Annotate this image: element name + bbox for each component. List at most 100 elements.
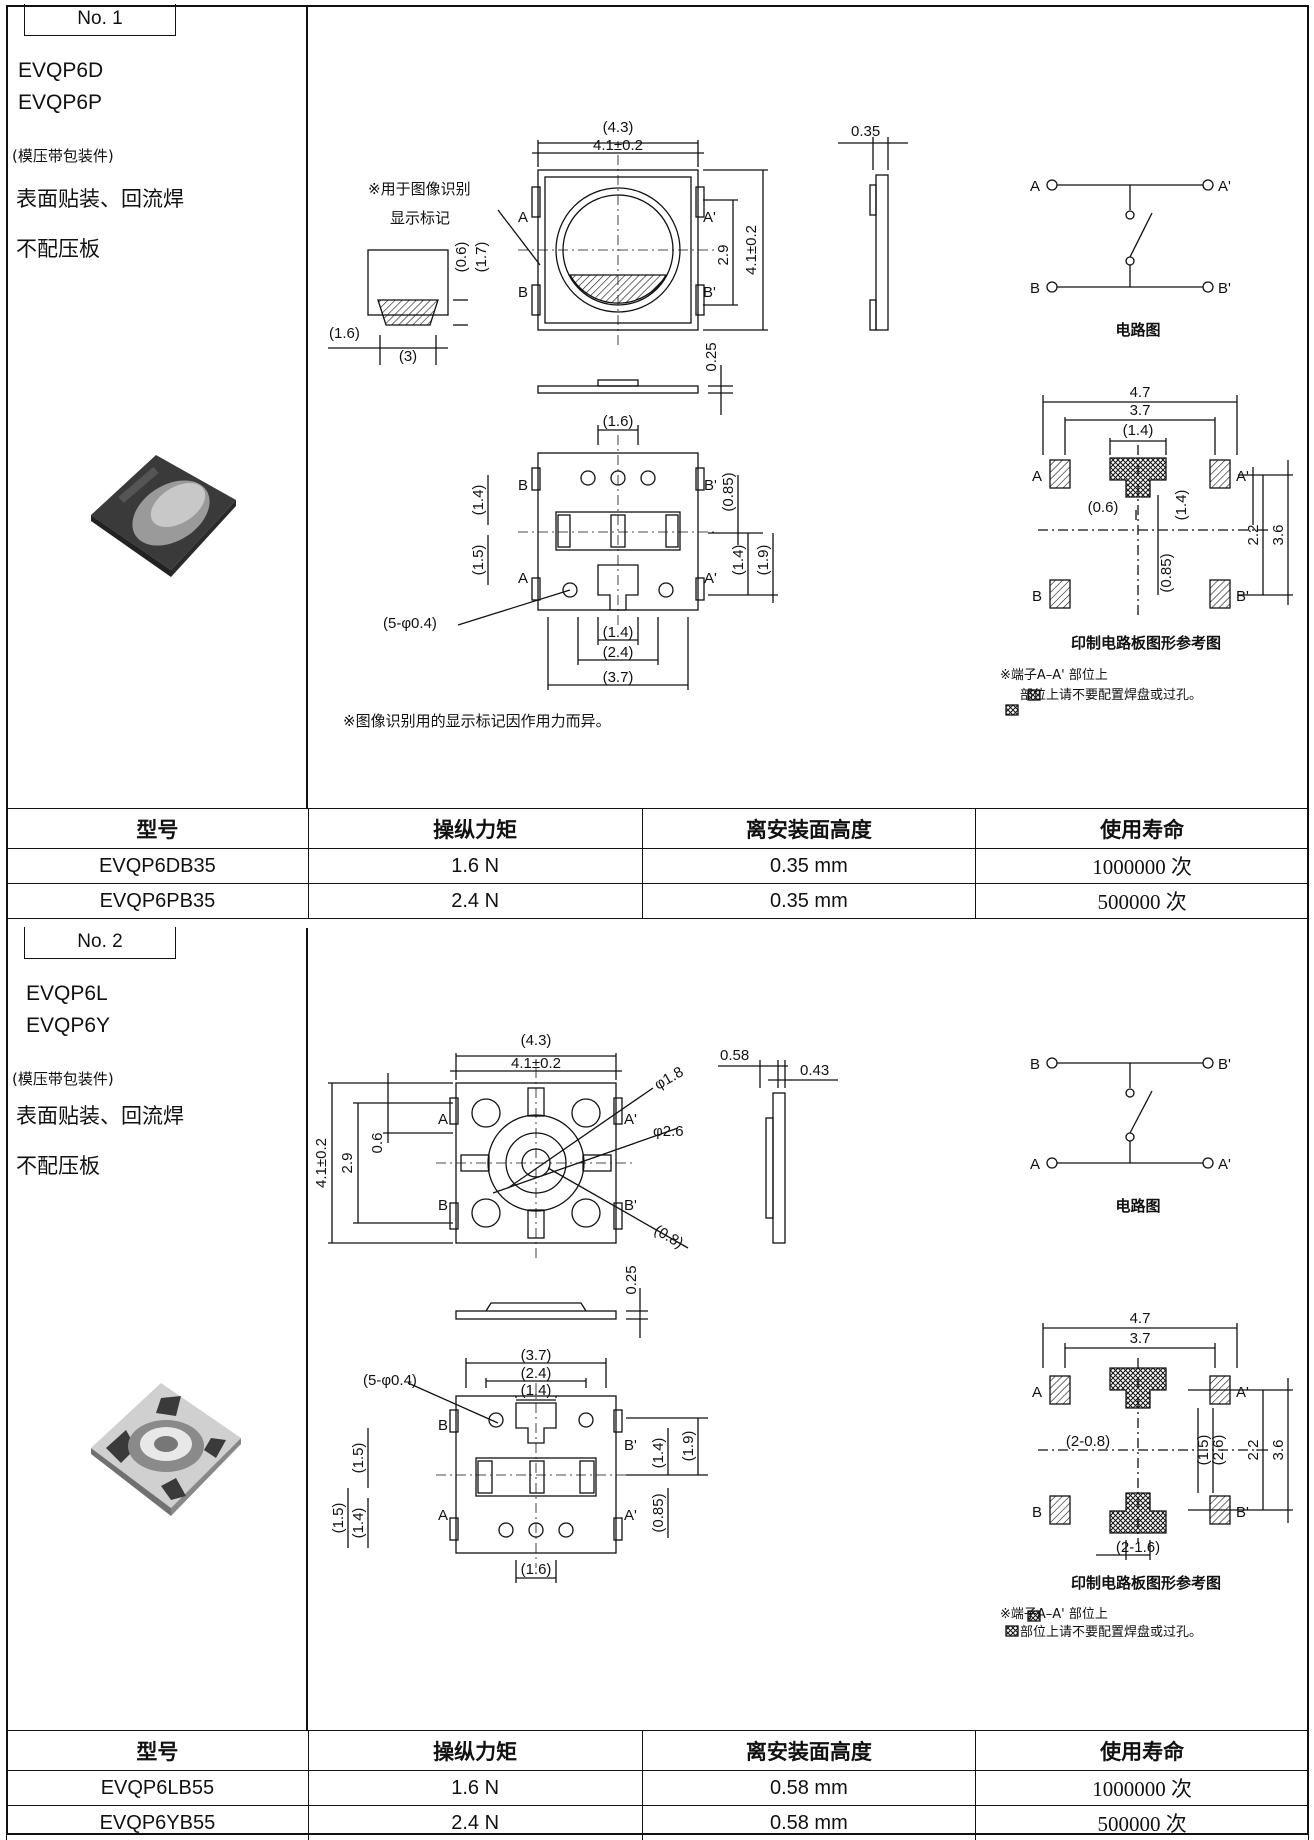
dim-label: (1.7) — [473, 242, 490, 273]
terminal-label: B' — [1218, 280, 1231, 297]
dim-label: (0.6) — [1088, 499, 1119, 516]
spec-table: 型号 操纵力矩 离安装面高度 使用寿命 EVQP6DB35 1.6 N 0.35… — [6, 808, 1309, 919]
model-cell: EVQP6YB55 — [6, 1805, 309, 1840]
terminal-label: B — [1030, 1056, 1040, 1073]
packaging-note: (模压带包装件) — [12, 147, 114, 165]
terminal-label: B — [1032, 588, 1042, 605]
mark-note: 显示标记 — [390, 209, 450, 227]
force-cell: 2.4 N — [307, 1805, 643, 1840]
terminal-label: B — [1030, 280, 1040, 297]
model-name: EVQP6D — [18, 59, 104, 82]
product-info-column: No. 2 EVQP6L EVQP6Y (模压带包装件) 表面贴装、回流焊 不配… — [6, 927, 308, 1730]
header-cell: 离安装面高度 — [641, 808, 977, 849]
dim-label: (2-1.6) — [1116, 1539, 1160, 1556]
dim-label: (1.9) — [755, 545, 772, 576]
dim-label: (4.3) — [603, 119, 634, 136]
terminal-label: B — [518, 284, 528, 301]
terminal-label: A — [1032, 1384, 1042, 1401]
dim-label: 0.25 — [623, 1265, 640, 1294]
dim-label: φ1.8 — [652, 1063, 687, 1093]
dim-label: 2.9 — [715, 245, 732, 266]
life-cell: 500000 次 — [975, 1805, 1309, 1840]
terminal-label: A' — [1218, 178, 1231, 195]
table-row: EVQP6LB55 1.6 N 0.58 mm 1000000 次 — [6, 1770, 1309, 1806]
dim-label: (1.9) — [680, 1431, 697, 1462]
dim-label: (5-φ0.4) — [363, 1372, 417, 1389]
dim-label: (0.85) — [720, 472, 737, 511]
dimension-drawing: (4.3) 4.1±0.2 ※用于图像识别 显示标记 A A' B B' 2.9… — [328, 119, 1293, 730]
terminal-label: A' — [704, 570, 717, 587]
dim-label: 3.7 — [1130, 402, 1151, 419]
mark-note: ※用于图像识别 — [368, 180, 471, 198]
dim-label: (2.4) — [603, 644, 634, 661]
dim-label: (0.6) — [453, 242, 470, 273]
dim-label: (5-φ0.4) — [383, 615, 437, 632]
feature-plate: 不配压板 — [16, 237, 100, 261]
header-cell: 离安装面高度 — [641, 1730, 977, 1771]
life-cell: 1000000 次 — [975, 848, 1309, 884]
drawing-area: (4.3) 4.1±0.2 4.1±0.2 2.9 0.6 φ1.8 φ2.6 … — [308, 928, 1309, 1730]
dim-label: 4.7 — [1130, 1310, 1151, 1327]
drawing-area: (4.3) 4.1±0.2 ※用于图像识别 显示标记 A A' B B' 2.9… — [308, 5, 1309, 808]
table-row: EVQP6DB35 1.6 N 0.35 mm 1000000 次 — [6, 848, 1309, 884]
dim-label: (0.8) — [651, 1222, 686, 1252]
dim-label: (1.4) — [350, 1508, 367, 1539]
terminal-label: B' — [1218, 1056, 1231, 1073]
terminal-label: B' — [1236, 1504, 1249, 1521]
header-cell: 型号 — [6, 808, 309, 849]
dim-label: (1.4) — [470, 485, 487, 516]
drawing-footnote: ※图像识别用的显示标记因作用力而异。 — [343, 712, 611, 730]
dim-label: (1.4) — [1123, 422, 1154, 439]
force-cell: 2.4 N — [307, 883, 643, 919]
force-cell: 1.6 N — [307, 848, 643, 884]
terminal-label: A — [518, 570, 528, 587]
terminal-label: A — [438, 1507, 448, 1524]
pcb-note: 部位上请不要配置焊盘或过孔。 — [1020, 687, 1202, 703]
terminal-label: A' — [1236, 1384, 1249, 1401]
dimension-drawing: (4.3) 4.1±0.2 4.1±0.2 2.9 0.6 φ1.8 φ2.6 … — [313, 1032, 1293, 1640]
dim-label: φ2.6 — [653, 1123, 684, 1140]
packaging-note: (模压带包装件) — [12, 1070, 114, 1088]
dim-label: (1.5) — [350, 1443, 367, 1474]
header-cell: 使用寿命 — [975, 1730, 1309, 1771]
product-info-column: No. 1 EVQP6D EVQP6P (模压带包装件) 表面贴装、回流焊 不配… — [6, 4, 308, 808]
dim-label: (1.4) — [521, 1382, 552, 1399]
table-row: EVQP6PB35 2.4 N 0.35 mm 500000 次 — [6, 883, 1309, 919]
dim-label: (2.4) — [521, 1365, 552, 1382]
header-cell: 操纵力矩 — [307, 1730, 643, 1771]
dim-label: 4.1±0.2 — [511, 1055, 561, 1072]
model-cell: EVQP6LB55 — [6, 1770, 309, 1806]
terminal-label: B' — [704, 477, 717, 494]
table-header-row: 型号 操纵力矩 离安装面高度 使用寿命 — [6, 1730, 1309, 1771]
force-cell: 1.6 N — [307, 1770, 643, 1806]
model-name: EVQP6L — [26, 982, 108, 1005]
table-row: EVQP6YB55 2.4 N 0.58 mm 500000 次 — [6, 1805, 1309, 1840]
pcb-caption: 印制电路板图形参考图 — [1071, 1574, 1221, 1592]
table-header-row: 型号 操纵力矩 离安装面高度 使用寿命 — [6, 808, 1309, 849]
terminal-label: B' — [703, 284, 716, 301]
product-photo — [91, 1383, 241, 1516]
header-cell: 型号 — [6, 1730, 309, 1771]
dim-label: 4.1±0.2 — [313, 1138, 330, 1188]
dim-label: 0.58 — [720, 1047, 749, 1064]
life-cell: 1000000 次 — [975, 1770, 1309, 1806]
dim-label: (1.4) — [603, 624, 634, 641]
terminal-label: B — [1032, 1504, 1042, 1521]
dim-label: 0.25 — [703, 342, 720, 371]
dim-label: (1.5) — [470, 545, 487, 576]
height-cell: 0.35 mm — [641, 883, 977, 919]
dim-label: 3.7 — [1130, 1330, 1151, 1347]
model-name: EVQP6Y — [26, 1014, 111, 1037]
dim-label: 4.7 — [1130, 384, 1151, 401]
dim-label: 0.43 — [800, 1062, 829, 1079]
pcb-caption: 印制电路板图形参考图 — [1071, 634, 1221, 652]
height-cell: 0.58 mm — [641, 1805, 977, 1840]
dim-label: (1.4) — [650, 1438, 667, 1469]
height-cell: 0.35 mm — [641, 848, 977, 884]
item-number: No. 2 — [24, 927, 176, 959]
terminal-label: A' — [624, 1507, 637, 1524]
spec-table: 型号 操纵力矩 离安装面高度 使用寿命 EVQP6LB55 1.6 N 0.58… — [6, 1730, 1309, 1840]
terminal-label: A' — [703, 209, 716, 226]
terminal-label: B — [438, 1417, 448, 1434]
terminal-label: B' — [624, 1437, 637, 1454]
